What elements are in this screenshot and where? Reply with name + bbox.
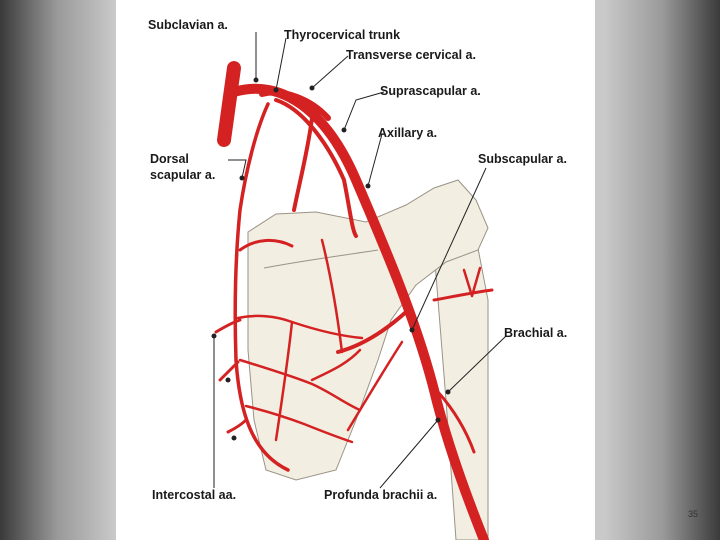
leader-axillary	[368, 134, 382, 186]
label-axillary: Axillary a.	[378, 126, 437, 141]
leader-thyrocervical	[276, 38, 286, 90]
leader-transverse-cervical	[312, 56, 348, 88]
label-subscapular: Subscapular a.	[478, 152, 567, 167]
suprascapular-branch	[294, 118, 312, 210]
label-brachial: Brachial a.	[504, 326, 567, 341]
humerus-bone	[434, 238, 488, 540]
leader-dorsal	[228, 160, 246, 178]
label-suprascapular: Suprascapular a.	[380, 84, 481, 99]
intercostal-branch-3	[228, 420, 246, 432]
subclavian-artery	[224, 68, 234, 140]
label-profunda: Profunda brachii a.	[324, 488, 437, 503]
label-subclavian: Subclavian a.	[148, 18, 228, 33]
label-thyrocervical: Thyrocervical trunk	[284, 28, 400, 43]
label-dorsal: Dorsal	[150, 152, 189, 167]
leader-suprascapular	[344, 92, 384, 130]
anatomy-drawing	[116, 0, 595, 540]
label-intercostal: Intercostal aa.	[152, 488, 236, 503]
label-dorsal-scapular: scapular a.	[150, 168, 215, 183]
leader-profunda	[380, 420, 438, 488]
scapular-anastomosis-illustration: Subclavian a. Thyrocervical trunk Transv…	[116, 0, 595, 540]
label-transverse-cervical: Transverse cervical a.	[346, 48, 476, 63]
page-number: 35	[688, 509, 698, 519]
